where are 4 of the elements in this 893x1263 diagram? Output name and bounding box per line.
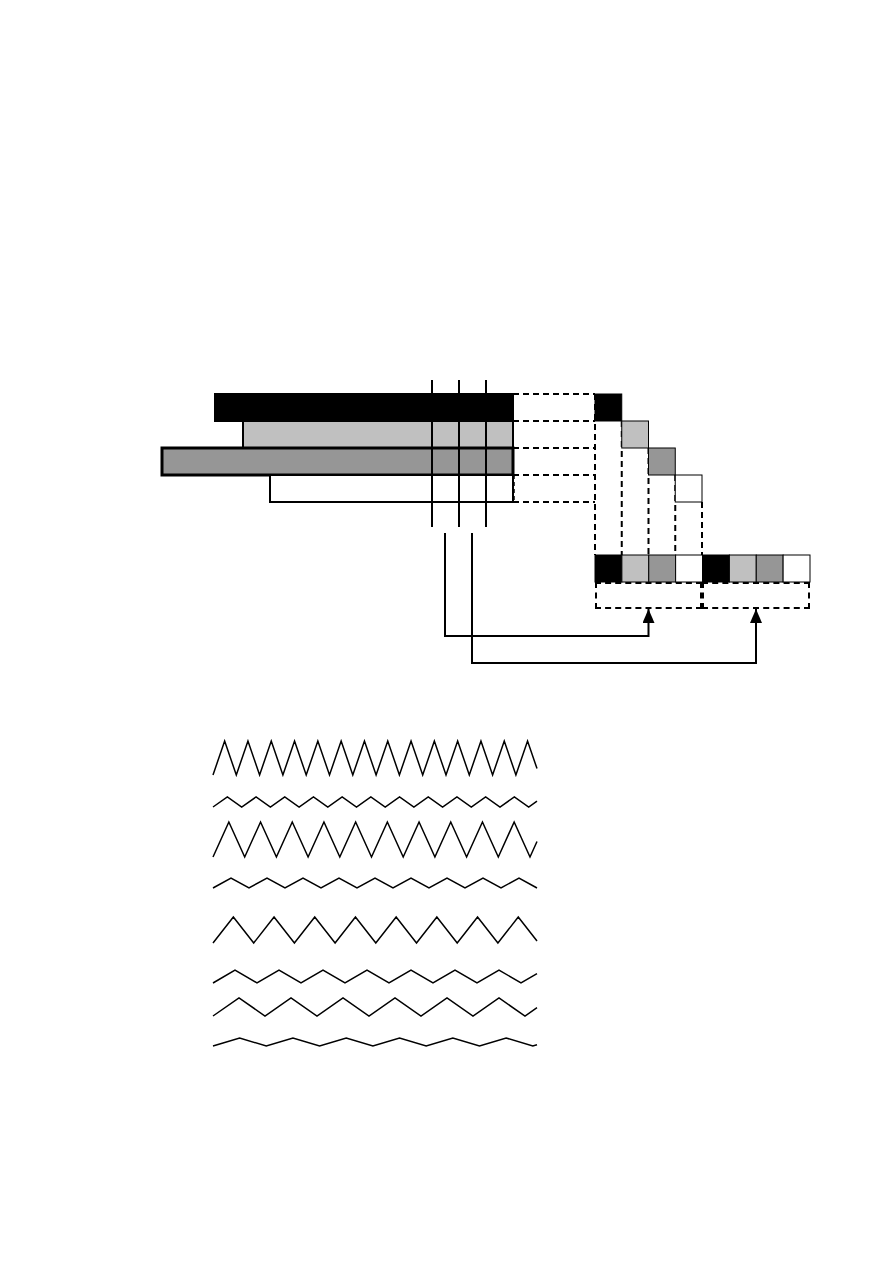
dashed-frame xyxy=(702,582,810,609)
arrow-connector xyxy=(444,532,655,637)
arrow-connector xyxy=(471,532,762,664)
dashed-frame xyxy=(595,582,702,609)
